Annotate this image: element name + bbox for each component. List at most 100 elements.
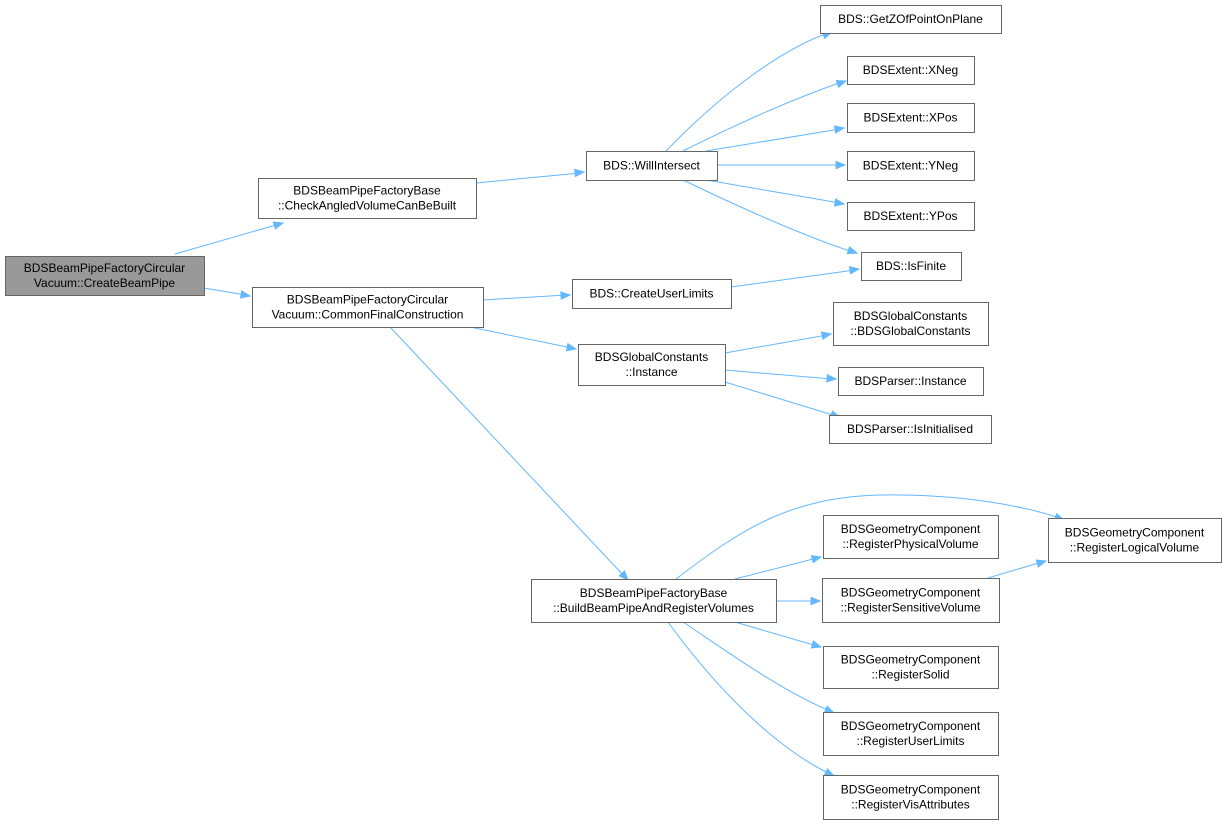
node-box bbox=[823, 515, 999, 559]
node-label: BDSExtent::XNeg bbox=[863, 63, 958, 77]
edge-line bbox=[389, 326, 626, 578]
graph-node-n12[interactable]: BDS::IsFinite bbox=[861, 252, 962, 281]
node-label: BDSBeamPipeFactoryBase bbox=[580, 586, 728, 600]
edge-line bbox=[734, 557, 818, 580]
arrow-head-icon bbox=[565, 342, 578, 352]
edge-line bbox=[682, 179, 854, 253]
node-box bbox=[586, 151, 718, 181]
edge-line bbox=[482, 294, 567, 301]
graph-node-n1[interactable]: BDSBeamPipeFactoryBase::CheckAngledVolum… bbox=[258, 178, 477, 219]
node-box bbox=[823, 712, 999, 756]
node-box bbox=[252, 287, 484, 328]
edge-line bbox=[665, 32, 829, 152]
edge-n6-n19 bbox=[682, 621, 836, 714]
node-box bbox=[823, 775, 999, 820]
node-label: BDS::IsFinite bbox=[876, 259, 946, 273]
node-label: BDS::CreateUserLimits bbox=[589, 287, 713, 301]
graph-node-n19[interactable]: BDSGeometryComponent::RegisterUserLimits bbox=[823, 712, 999, 756]
edge-n17-n21 bbox=[987, 559, 1048, 579]
graph-node-n10[interactable]: BDSExtent::YNeg bbox=[847, 151, 975, 181]
graph-node-n6[interactable]: BDSBeamPipeFactoryBase::BuildBeamPipeAnd… bbox=[531, 579, 777, 623]
arrow-head-icon bbox=[823, 705, 836, 714]
graph-node-n15[interactable]: BDSParser::IsInitialised bbox=[829, 415, 992, 444]
edge-n3-n12 bbox=[682, 179, 859, 255]
node-label: ::BDSGlobalConstants bbox=[850, 324, 970, 338]
node-label: BDSExtent::XPos bbox=[863, 111, 957, 125]
node-box bbox=[847, 151, 975, 181]
node-box bbox=[847, 103, 975, 133]
node-box bbox=[258, 178, 477, 219]
graph-node-n20[interactable]: BDSGeometryComponent::RegisterVisAttribu… bbox=[823, 775, 999, 820]
arrow-head-icon bbox=[833, 198, 846, 207]
edge-line bbox=[705, 128, 841, 152]
edge-line bbox=[682, 621, 831, 712]
arrow-head-icon bbox=[835, 79, 848, 89]
graph-node-n9[interactable]: BDSExtent::XPos bbox=[847, 103, 975, 133]
edge-n3-n8 bbox=[682, 79, 848, 152]
node-label: BDSParser::Instance bbox=[854, 374, 966, 388]
edge-line bbox=[987, 561, 1043, 579]
arrow-head-icon bbox=[826, 373, 838, 383]
edge-n5-n13 bbox=[724, 331, 833, 354]
edge-n6-n20 bbox=[667, 621, 836, 777]
arrow-head-icon bbox=[810, 596, 822, 606]
graph-node-n17[interactable]: BDSGeometryComponent::RegisterSensitiveV… bbox=[822, 578, 1000, 623]
graph-node-n4[interactable]: BDS::CreateUserLimits bbox=[572, 279, 732, 309]
edge-n5-n15 bbox=[724, 381, 842, 419]
arrow-head-icon bbox=[810, 640, 823, 649]
node-label: ::RegisterSolid bbox=[871, 668, 949, 682]
node-label: BDSExtent::YPos bbox=[863, 209, 957, 223]
node-label: BDSExtent::YNeg bbox=[863, 159, 958, 173]
arrow-head-icon bbox=[835, 160, 847, 170]
node-label: BDSGeometryComponent bbox=[841, 783, 981, 797]
graph-node-n8[interactable]: BDSExtent::XNeg bbox=[847, 56, 975, 85]
graph-node-n14[interactable]: BDSParser::Instance bbox=[838, 367, 984, 396]
edge-line bbox=[705, 179, 841, 204]
node-box bbox=[572, 279, 732, 309]
arrow-head-icon bbox=[820, 331, 833, 340]
graph-node-n11[interactable]: BDSExtent::YPos bbox=[847, 202, 975, 231]
graph-node-n7[interactable]: BDS::GetZOfPointOnPlane bbox=[820, 5, 1002, 34]
edge-n3-n7 bbox=[665, 31, 834, 152]
edge-line bbox=[174, 222, 284, 255]
graph-node-n3[interactable]: BDS::WillIntersect bbox=[586, 151, 718, 181]
arrow-head-icon bbox=[618, 570, 629, 581]
node-box bbox=[531, 579, 777, 623]
node-label: ::RegisterUserLimits bbox=[856, 734, 964, 748]
graph-node-n16[interactable]: BDSGeometryComponent::RegisterPhysicalVo… bbox=[823, 515, 999, 559]
node-label: BDSGlobalConstants bbox=[854, 309, 967, 323]
edge-n6-n17 bbox=[776, 596, 822, 606]
graph-node-n2[interactable]: BDSBeamPipeFactoryCircularVacuum::Common… bbox=[252, 287, 484, 328]
edge-line bbox=[203, 287, 247, 296]
node-label: ::RegisterLogicalVolume bbox=[1070, 541, 1200, 555]
node-label: ::RegisterPhysicalVolume bbox=[842, 537, 978, 551]
node-label: BDSGeometryComponent bbox=[841, 653, 981, 667]
node-box bbox=[847, 202, 975, 231]
edge-line bbox=[682, 81, 843, 152]
graph-node-n18[interactable]: BDSGeometryComponent::RegisterSolid bbox=[823, 646, 999, 689]
node-box bbox=[861, 252, 962, 281]
edge-line bbox=[675, 494, 1061, 580]
arrow-head-icon bbox=[846, 246, 859, 255]
node-box bbox=[838, 367, 984, 396]
edge-n6-n16 bbox=[734, 555, 823, 580]
edge-line bbox=[724, 381, 837, 417]
edge-line bbox=[475, 172, 581, 184]
edge-n2-n4 bbox=[482, 291, 572, 301]
node-label: Vacuum::CreateBeamPipe bbox=[34, 276, 176, 290]
edge-n3-n10 bbox=[717, 160, 847, 170]
nodes-layer: BDSBeamPipeFactoryCircularVacuum::Create… bbox=[5, 5, 1222, 820]
edge-line bbox=[724, 334, 828, 354]
graph-node-n5[interactable]: BDSGlobalConstants::Instance bbox=[578, 344, 726, 386]
arrow-head-icon bbox=[560, 291, 572, 300]
arrow-head-icon bbox=[239, 290, 252, 299]
node-label: BDS::GetZOfPointOnPlane bbox=[838, 12, 983, 26]
edge-n1-n3 bbox=[475, 168, 586, 184]
node-label: BDSBeamPipeFactoryCircular bbox=[24, 261, 185, 275]
node-label: BDSBeamPipeFactoryBase bbox=[293, 184, 441, 198]
graph-node-n13[interactable]: BDSGlobalConstants::BDSGlobalConstants bbox=[833, 302, 989, 346]
edge-n0-n1 bbox=[174, 221, 285, 255]
edge-n3-n11 bbox=[705, 179, 846, 207]
node-box bbox=[1048, 518, 1222, 563]
graph-node-n21[interactable]: BDSGeometryComponent::RegisterLogicalVol… bbox=[1048, 518, 1222, 563]
